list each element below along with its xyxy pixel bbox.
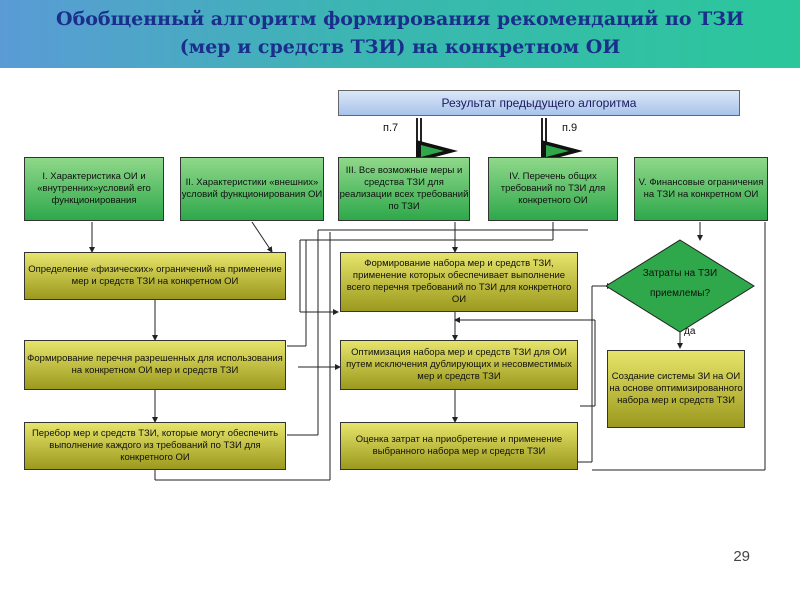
measures-enumeration-box: Перебор мер и средств ТЗИ, которые могут… (24, 422, 286, 470)
previous-result-box: Результат предыдущего алгоритма (338, 90, 740, 116)
allowed-measures-list-box: Формирование перечня разрешенных для исп… (24, 340, 286, 390)
page-number: 29 (733, 548, 750, 565)
title-bar (0, 0, 800, 68)
box-v-financial: V. Финансовые ограничения на ТЗИ на конк… (634, 157, 768, 221)
cost-estimation-box: Оценка затрат на приобретение и применен… (340, 422, 578, 470)
measures-set-formation-box: Формирование набора мер и средств ТЗИ, п… (340, 252, 578, 312)
box-iv-requirements: IV. Перечень общих требований по ТЗИ для… (488, 157, 618, 221)
p7-label: п.7 (383, 122, 399, 134)
physical-constraints-box: Определение «физических» ограничений на … (24, 252, 286, 300)
box-ii-external-conditions: II. Характеристики «внешних» условий фун… (180, 157, 324, 221)
yes-label: да (684, 326, 696, 337)
slide-title-line-1: Обобщенный алгоритм формирования рекомен… (56, 8, 744, 30)
slide-title-line-2: (мер и средств ТЗИ) на конкретном ОИ (179, 36, 621, 58)
box-i-characteristics: I. Характеристика ОИ и «внутренних»услов… (24, 157, 164, 221)
protection-system-box: Создание системы ЗИ на ОИ на основе опти… (607, 350, 745, 428)
decision-label-line-1: Затраты на ТЗИ (642, 268, 718, 279)
p9-label: п.9 (562, 122, 578, 134)
box-iii-all-measures: III. Все возможные меры и средства ТЗИ д… (338, 157, 470, 221)
measures-optimization-box: Оптимизация набора мер и средств ТЗИ для… (340, 340, 578, 390)
decision-label-line-2: приемлемы? (649, 288, 711, 299)
